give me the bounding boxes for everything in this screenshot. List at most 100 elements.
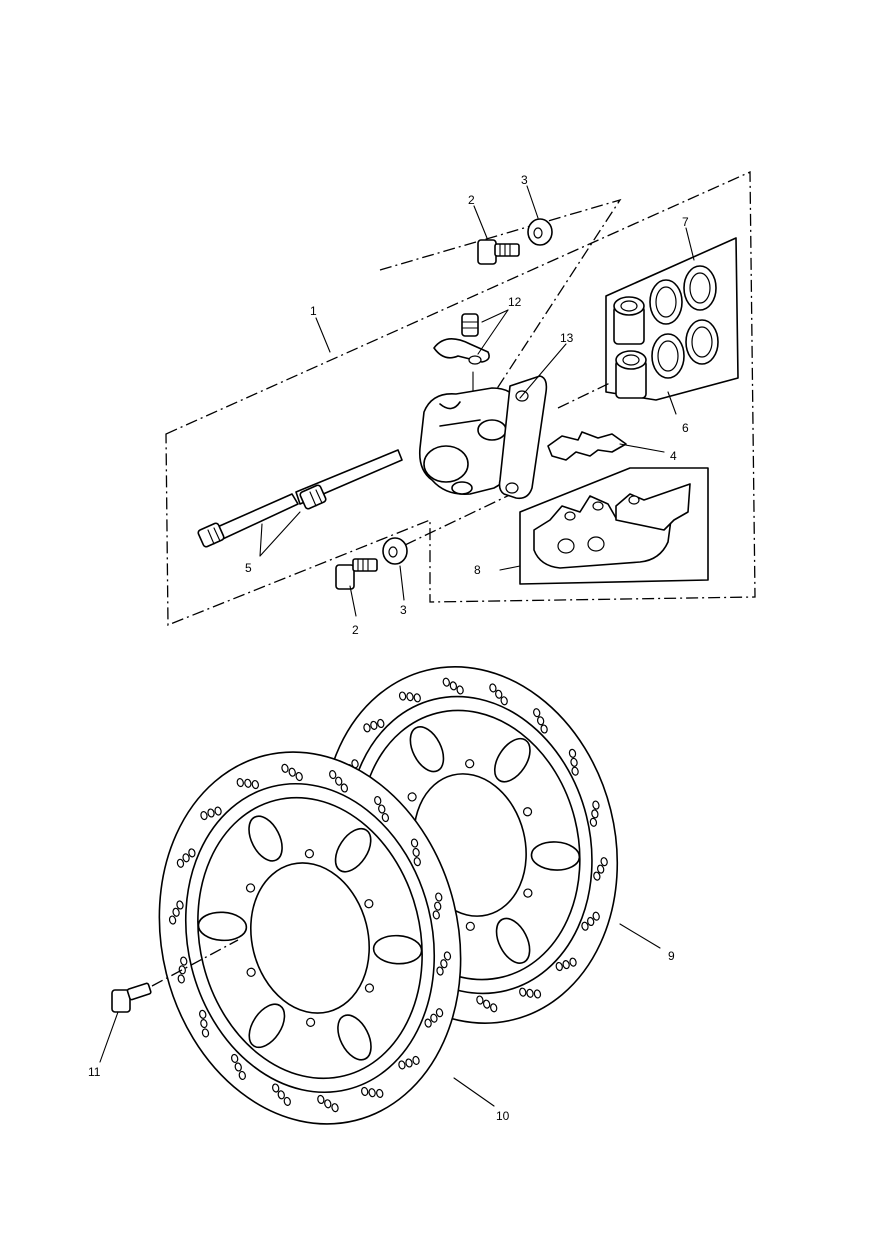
drill-hole	[589, 817, 598, 827]
drill-hole	[199, 1009, 207, 1019]
drill-hole	[234, 1062, 242, 1072]
hub-window	[248, 815, 283, 862]
callout-9: 9	[668, 949, 675, 963]
drill-hole	[168, 915, 177, 925]
mount-hole	[304, 849, 315, 859]
drill-hole	[281, 763, 289, 773]
drill-hole	[435, 892, 443, 902]
bracket-icon	[498, 375, 548, 500]
bleed-nipple-icon	[433, 313, 490, 403]
drill-hole	[230, 1053, 239, 1063]
drill-hole	[596, 864, 605, 874]
drill-hole	[536, 716, 545, 726]
callout-2: 2	[468, 193, 475, 207]
drill-hole	[376, 1088, 384, 1098]
drill-hole	[182, 853, 190, 863]
drill-hole	[412, 1055, 420, 1066]
drill-hole	[405, 1058, 413, 1068]
drill-hole	[378, 804, 386, 814]
drill-hole	[251, 779, 259, 790]
drill-hole	[207, 808, 215, 818]
drill-hole	[176, 900, 184, 910]
drill-hole	[363, 723, 371, 733]
callout-5: 5	[245, 561, 252, 575]
drill-hole	[335, 776, 343, 786]
brake-pad-box	[519, 467, 709, 585]
callout-1: 1	[310, 304, 317, 318]
hub-window	[495, 917, 531, 964]
drill-hole	[592, 911, 600, 921]
drill-hole	[188, 848, 196, 858]
drill-hole	[172, 907, 180, 917]
seal-ring-icon	[649, 265, 719, 379]
drill-hole	[413, 857, 421, 867]
callout-8: 8	[474, 563, 481, 577]
callout-11: 11	[88, 1065, 101, 1079]
drill-hole	[568, 748, 577, 758]
washer-icon	[382, 537, 408, 565]
drill-hole	[430, 1013, 438, 1023]
caliper-body	[418, 387, 521, 496]
drill-hole	[443, 951, 452, 961]
slide-pin-icon	[197, 449, 403, 548]
drill-hole	[587, 916, 595, 927]
drill-hole	[412, 847, 420, 857]
drill-hole	[435, 1008, 444, 1018]
drill-hole	[178, 965, 186, 975]
callout-numbers: 1 2 3 12 13 7 6 4 5 8 2 3 9 10 11	[88, 173, 689, 1123]
bolt-icon	[335, 558, 378, 590]
drill-hole	[482, 999, 491, 1009]
drill-hole	[236, 778, 244, 788]
drill-hole	[361, 1086, 369, 1097]
drill-hole	[329, 770, 337, 780]
drill-hole	[238, 1070, 246, 1081]
drill-hole	[495, 689, 503, 699]
drill-hole	[398, 1060, 406, 1070]
drill-hole	[295, 771, 303, 782]
drill-hole	[272, 1083, 280, 1093]
callout-3: 3	[400, 603, 407, 617]
drill-hole	[201, 1028, 210, 1038]
drill-hole	[368, 1088, 376, 1098]
drill-hole	[581, 921, 589, 931]
callout-12: 12	[508, 295, 522, 309]
piston-seal-box	[605, 237, 739, 401]
mount-hole	[245, 883, 256, 893]
drill-hole	[406, 692, 414, 702]
callout-7: 7	[682, 215, 689, 229]
drill-hole	[377, 718, 385, 729]
hub-window	[493, 737, 531, 783]
drill-hole	[434, 901, 442, 911]
drill-hole	[317, 1094, 325, 1105]
drill-hole	[424, 1018, 432, 1028]
hub-window	[197, 911, 248, 942]
hub-window	[334, 827, 372, 873]
hub-window	[372, 934, 423, 965]
mount-hole	[407, 792, 417, 802]
drill-hole	[571, 766, 579, 776]
hub-window	[337, 1014, 372, 1061]
brake-pad-icon	[533, 483, 691, 569]
drill-hole	[440, 959, 448, 969]
drill-hole	[277, 1090, 285, 1100]
callout-3: 3	[521, 173, 528, 187]
drill-hole	[374, 795, 382, 806]
bolt-icon	[111, 939, 239, 1013]
drill-hole	[340, 783, 348, 793]
mount-hole	[522, 807, 533, 817]
drill-hole	[456, 685, 464, 695]
piston-icon	[613, 296, 647, 399]
drill-hole	[533, 708, 541, 718]
drill-hole	[410, 838, 419, 848]
drill-hole	[489, 683, 497, 693]
drill-hole	[540, 724, 548, 734]
mount-hole	[465, 921, 475, 931]
drill-hole	[432, 910, 440, 920]
drill-hole	[490, 1003, 498, 1013]
drill-hole	[562, 960, 570, 970]
hub-window	[530, 841, 581, 871]
callout-10: 10	[496, 1109, 510, 1123]
drill-hole	[398, 691, 407, 701]
drill-hole	[324, 1099, 332, 1109]
